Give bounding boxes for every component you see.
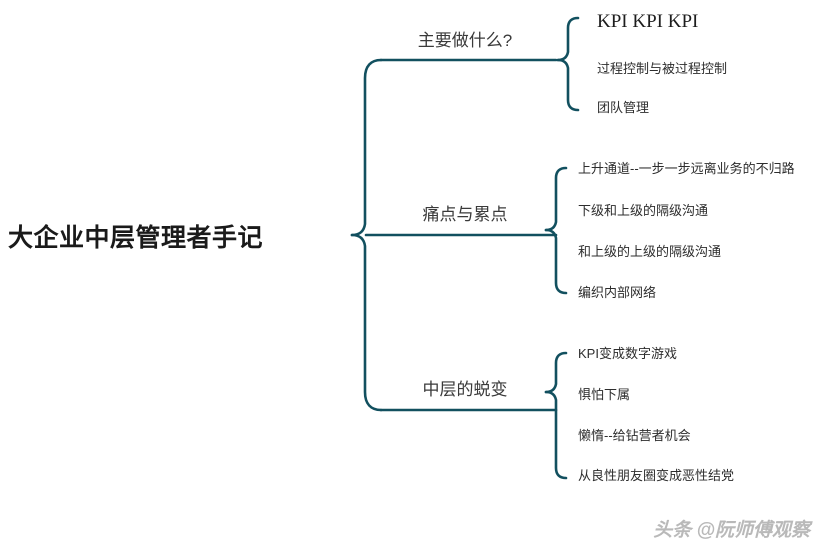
leaf-item: KPI KPI KPI bbox=[597, 11, 699, 32]
leaf-item: 编织内部网络 bbox=[578, 285, 657, 300]
branch-3-brace-upper bbox=[544, 351, 568, 394]
watermark: 头条 @阮师傅观察 bbox=[653, 520, 810, 541]
branch-label-2: 痛点与累点 bbox=[422, 205, 508, 224]
branch-1-brace-lower bbox=[556, 58, 580, 112]
leaf-item: 惧怕下属 bbox=[578, 387, 631, 402]
leaf-item: 和上级的上级的隔级沟通 bbox=[578, 244, 722, 259]
branch-3-brace-lower bbox=[544, 390, 568, 480]
leaf-item: 过程控制与被过程控制 bbox=[597, 61, 728, 76]
leaf-item: 下级和上级的隔级沟通 bbox=[578, 203, 709, 218]
root-brace bbox=[350, 58, 383, 237]
root-title: 大企业中层管理者手记 bbox=[8, 224, 264, 252]
branch-2-brace-lower bbox=[544, 228, 568, 295]
root-brace-lower bbox=[350, 233, 383, 412]
branch-2-brace-upper bbox=[544, 166, 568, 232]
leaf-item: 上升通道--一步一步远离业务的不归路 bbox=[578, 161, 795, 176]
branch-label-3: 中层的蜕变 bbox=[422, 380, 508, 399]
leaf-item: 团队管理 bbox=[597, 100, 650, 115]
branch-1-brace-upper bbox=[556, 16, 580, 62]
leaf-item: 从良性朋友圈变成恶性结党 bbox=[578, 468, 735, 483]
leaf-item: 懒惰--给钻营者机会 bbox=[578, 428, 691, 443]
branch-label-1: 主要做什么? bbox=[417, 31, 513, 50]
leaf-item: KPI变成数字游戏 bbox=[578, 346, 677, 361]
